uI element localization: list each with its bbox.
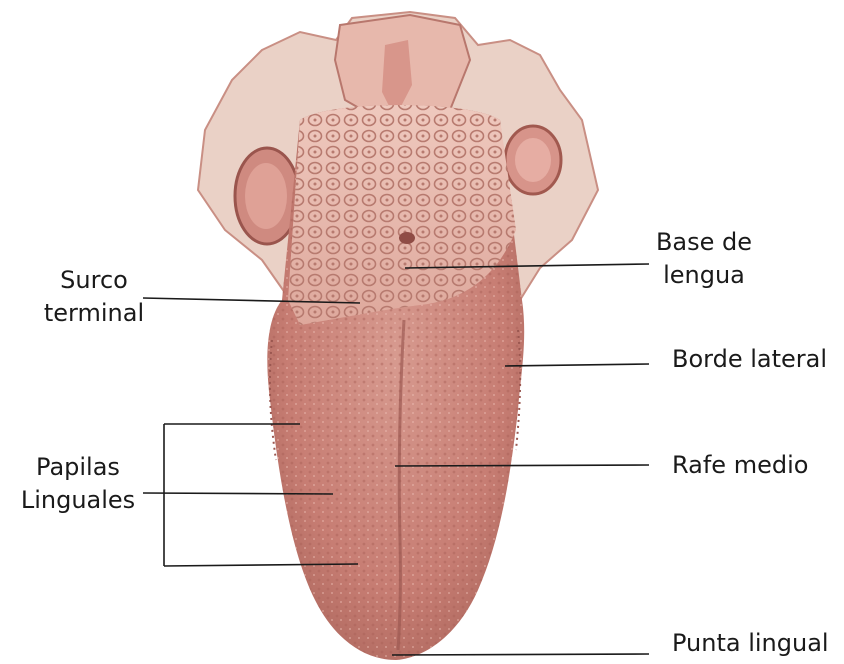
papilas-bracket-middle	[143, 493, 333, 494]
label-papilas-line2: Linguales	[6, 484, 150, 517]
label-surco-line2: terminal	[22, 297, 166, 330]
label-papilas-line1: Papilas	[6, 451, 150, 484]
label-surco-line1: Surco	[22, 264, 166, 297]
label-base-de-lengua: Base de lengua	[640, 226, 768, 292]
label-surco-terminal: Surco terminal	[22, 264, 166, 330]
leader-line-borde	[505, 364, 649, 366]
leader-line-punta	[392, 654, 649, 655]
label-rafe-medio: Rafe medio	[672, 449, 808, 482]
label-papilas-linguales: Papilas Linguales	[6, 451, 150, 517]
leader-line-rafe	[395, 465, 649, 466]
label-borde-lateral: Borde lateral	[672, 343, 827, 376]
label-punta-lingual: Punta lingual	[672, 627, 829, 660]
foramen-cecum	[399, 232, 415, 244]
tongue	[267, 105, 524, 660]
label-base-line1: Base de	[640, 226, 768, 259]
right-tonsil	[505, 126, 561, 194]
label-base-line2: lengua	[640, 259, 768, 292]
